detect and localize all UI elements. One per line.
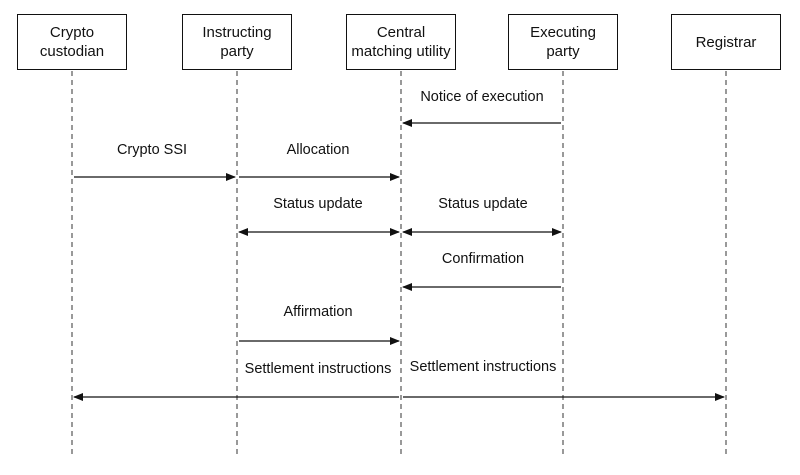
message-label: Status update (438, 196, 528, 212)
participant-custodian: Crypto custodian (17, 14, 127, 70)
message-label: Affirmation (283, 304, 353, 320)
message-label: Settlement instructions (409, 359, 557, 375)
message-label: Crypto SSI (116, 142, 188, 158)
participant-cmu: Central matching utility (346, 14, 456, 70)
participant-label: Central matching utility (351, 24, 451, 60)
participant-instructing: Instructing party (182, 14, 292, 70)
participant-label: Crypto custodian (39, 24, 105, 60)
participant-label: Registrar (695, 33, 757, 51)
message-label: Status update (273, 196, 363, 212)
participant-registrar: Registrar (671, 14, 781, 70)
message-label: Settlement instructions (244, 361, 392, 377)
message-label: Allocation (286, 142, 350, 158)
participant-executing: Executing party (508, 14, 618, 70)
participant-label: Executing party (530, 24, 596, 60)
message-label: Confirmation (441, 251, 525, 267)
participant-label: Instructing party (202, 24, 272, 60)
message-label: Notice of execution (420, 89, 544, 105)
